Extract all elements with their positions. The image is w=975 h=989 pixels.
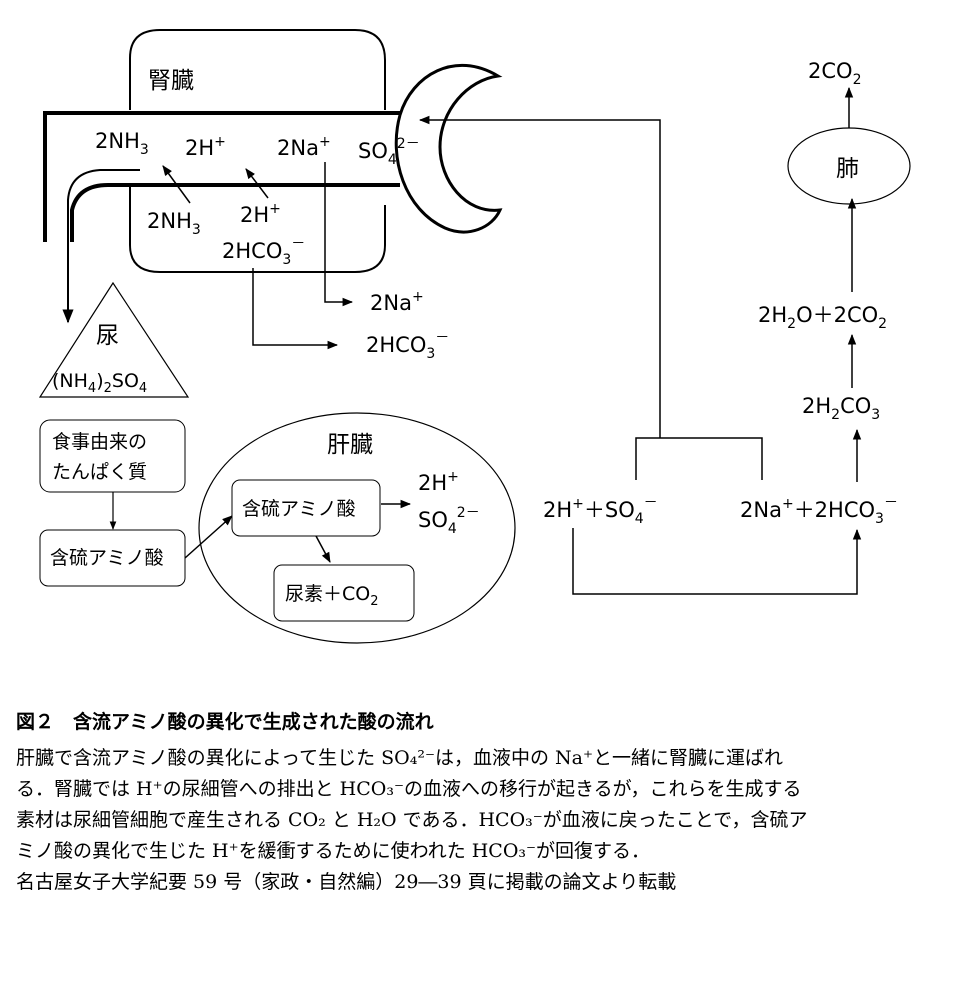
nh3-inner: 2NH3 [147,209,201,238]
caption-source: 名古屋女子大学紀要 59 号（家政・自然編）29―39 頁に掲載の論文より転載 [16,871,677,893]
to-kidney-arrow [418,115,661,438]
ammonium-sulfate: (NH4)2SO4 [52,370,147,396]
blood-h-ion: 2H+＋SO4－ [543,495,658,527]
liver-h-ion: 2H+ [418,469,459,495]
na-reabsorption-arrow [324,162,354,307]
sulfate-top: SO42－ [358,136,420,168]
lung-label: 肺 [836,156,859,182]
liver-label: 肝臓 [327,432,373,458]
kidney-upper-body [129,29,386,110]
na-ion-out: 2Na+ [370,289,424,315]
acid-flow-diagram: 腎臓 2NH3 2H+ 2Na+ SO42－ 2NH3 2H+ 2HCO3－ 2… [38,29,911,644]
kidney: 腎臓 2NH3 2H+ 2Na+ SO42－ 2NH3 2H+ 2HCO3－ 2… [43,29,503,362]
blood-circulation: 2H+＋SO4－ 2Na+＋2HCO3－ [418,115,898,595]
urea-label: 尿素＋CO2 [285,583,379,609]
nh3-secretion-arrow [162,165,191,204]
h-ion-inner: 2H+ [240,201,281,227]
liver-sulfate: SO42－ [418,505,480,537]
caption-line: 素材は尿細管細胞で産生される CO₂ と H₂O である．HCO₃⁻が血液に戻っ… [16,809,808,831]
lung-chain: 2H2CO3 2H2O＋2CO2 肺 2CO2 [758,59,911,482]
water-co2: 2H2O＋2CO2 [758,303,887,332]
bicarbonate-inner: 2HCO3－ [222,236,305,268]
nh3-top: 2NH3 [95,129,149,158]
figure-caption: 肝臓で含流アミノ酸の異化によって生じた SO₄²⁻は，血液中の Na⁺と一緒に腎… [16,743,961,898]
tubule-inner-wall [70,183,400,242]
kidney-lower-body [129,185,386,273]
hco3-return-arrow [252,268,339,350]
caption-line: る．腎臓では H⁺の尿細管への排出と HCO₃⁻の血液への移行が起きるが，これら… [16,778,802,800]
amino-to-liver-arrow [184,515,233,559]
tubule-outer-wall [43,111,400,242]
dietary-protein-line2: たんぱく質 [52,461,147,483]
urine: 尿 (NH4)2SO4 [38,169,190,398]
carbonic-acid: 2H2CO3 [802,394,880,423]
liver-sulfur-amino-box [231,479,381,537]
blood-na-bicarbonate: 2Na+＋2HCO3－ [740,495,898,527]
sulfate-na-bracket [635,437,763,480]
sulfur-amino-acid-label: 含硫アミノ酸 [50,547,164,569]
h-secretion-arrow [245,168,269,199]
kidney-label: 腎臓 [148,68,194,94]
na-ion-top: 2Na+ [277,134,331,160]
dietary-protein-line1: 食事由来の [52,431,147,453]
h-buffer-arrow [572,528,862,595]
caption-line: ミノ酸の異化で生じた H⁺を緩衝するために使われた HCO₃⁻が回復する． [16,840,651,862]
figure-title: 図２ 含流アミノ酸の異化で生成された酸の流れ [16,711,434,733]
urine-triangle [38,281,190,398]
exhaled-co2: 2CO2 [808,59,861,88]
urine-label: 尿 [96,323,119,349]
urine-flow-arrow [62,169,140,324]
bicarbonate-out: 2HCO3－ [366,330,449,362]
liver-ellipse [198,412,516,644]
caption-line: 肝臓で含流アミノ酸の異化によって生じた SO₄²⁻は，血液中の Na⁺と一緒に腎… [16,747,784,769]
h-ion-top: 2H+ [185,134,226,160]
urea-box [273,564,415,622]
protein-source: 食事由来の たんぱく質 含硫アミノ酸 [39,419,186,587]
blood-vessel-crescent [394,64,503,234]
liver: 肝臓 含硫アミノ酸 尿素＋CO2 2H+ SO42－ [184,412,516,644]
amino-to-urea-arrow [315,535,331,563]
liver-sulfur-amino-label: 含硫アミノ酸 [242,498,356,520]
